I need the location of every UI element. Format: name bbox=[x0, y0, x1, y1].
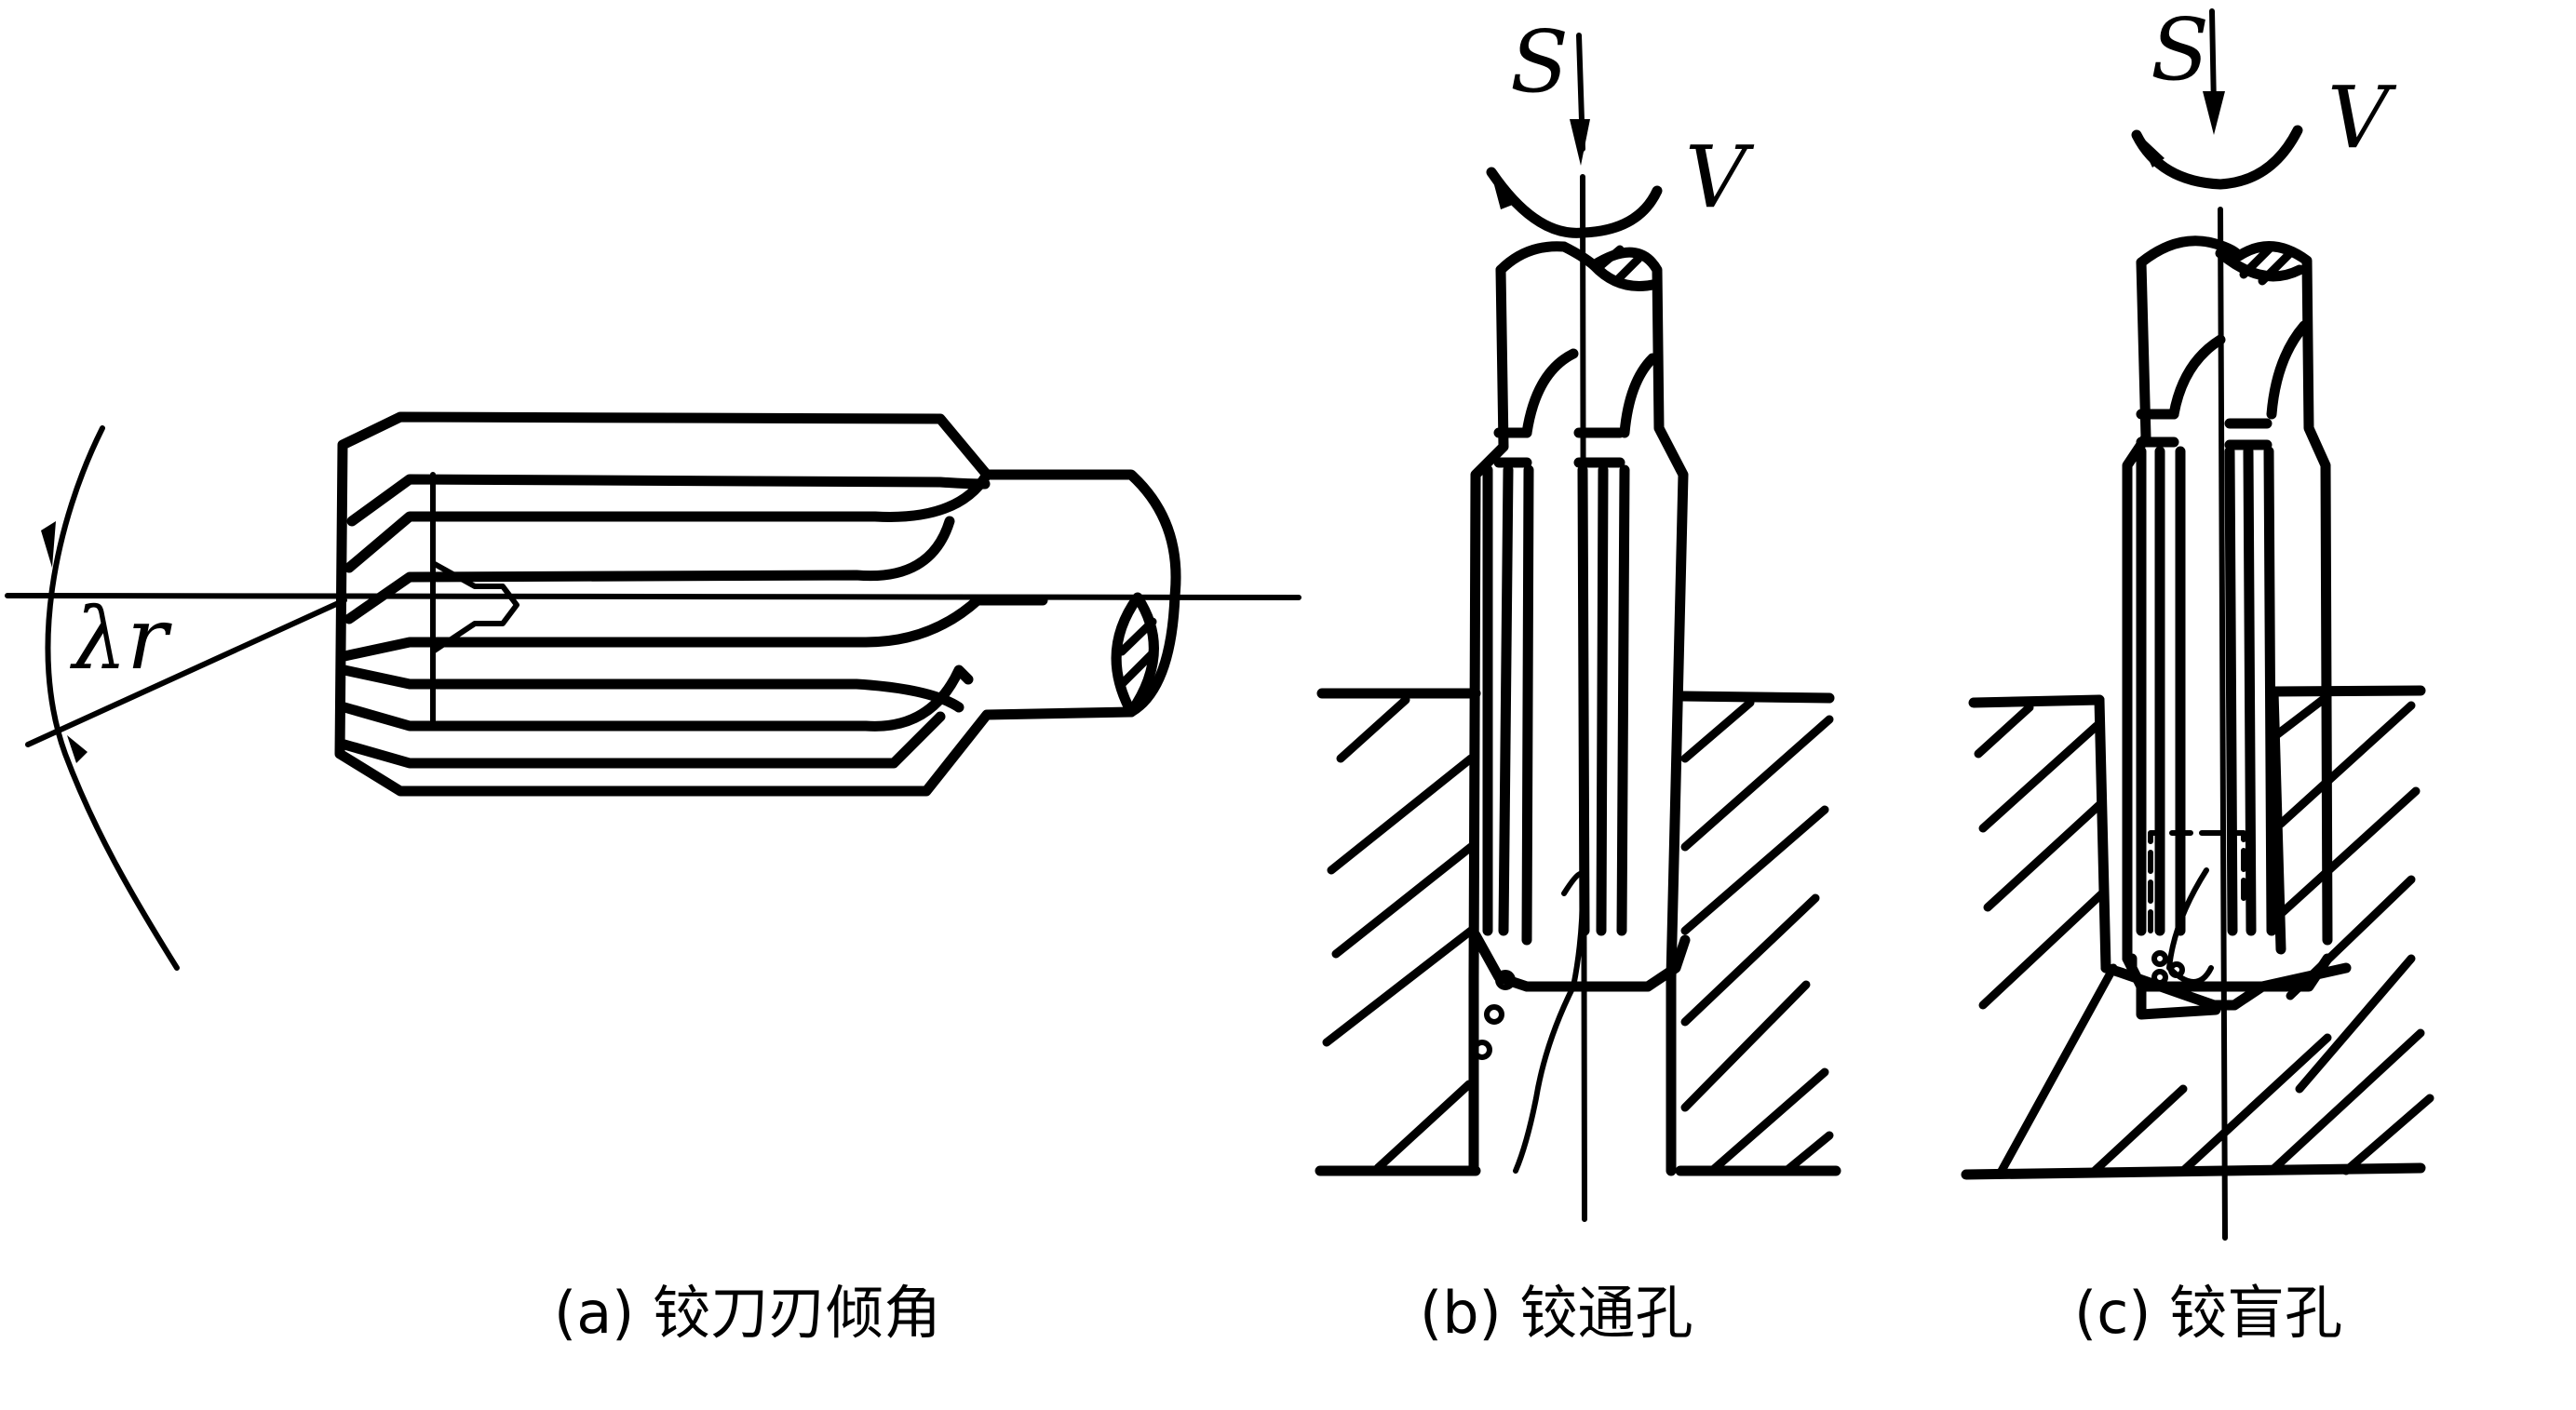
chip-dot bbox=[2168, 961, 2185, 978]
hole-wall-left bbox=[2094, 694, 2111, 974]
neck-curve-left bbox=[2168, 334, 2226, 420]
chips bbox=[1513, 984, 1576, 1174]
rotation-arrowhead bbox=[2135, 130, 2165, 168]
workpiece-top-right bbox=[2268, 685, 2426, 697]
section-hatch bbox=[1117, 617, 1159, 689]
feed-arrowhead bbox=[1570, 119, 1590, 166]
flute-4 bbox=[339, 595, 1048, 662]
angle-symbol: λr bbox=[69, 589, 172, 689]
speed-label: V bbox=[2327, 68, 2397, 168]
tip-point bbox=[2126, 953, 2221, 1020]
hatch-left bbox=[1322, 695, 1476, 1173]
shank-hatch bbox=[1597, 245, 1643, 284]
angle-arc bbox=[45, 425, 180, 971]
flute-lines bbox=[1482, 464, 1630, 946]
dashed-box bbox=[2148, 830, 2246, 933]
rotation-arrowhead bbox=[1490, 168, 1517, 209]
chip-dot bbox=[2151, 950, 2168, 967]
feed-arrow bbox=[2209, 8, 2217, 110]
workpiece-top-right bbox=[1678, 691, 1835, 704]
arc-arrow-bottom bbox=[67, 735, 88, 763]
feed-label: S bbox=[2151, 0, 2209, 100]
neck-band bbox=[2136, 409, 2273, 450]
flute-2 bbox=[344, 469, 992, 573]
caption-b: (b) 铰通孔 bbox=[1420, 1279, 1693, 1347]
panel-b: S V bbox=[1315, 12, 1841, 1222]
chip-dot bbox=[1495, 970, 1516, 990]
flute-7 bbox=[339, 711, 946, 769]
flute-6 bbox=[339, 665, 974, 732]
neck-curve-left bbox=[1521, 348, 1579, 438]
centerline-c bbox=[2218, 207, 2228, 1241]
flute-3 bbox=[344, 516, 955, 624]
chip-dot bbox=[1484, 1004, 1504, 1025]
arc-arrow-top bbox=[41, 521, 56, 568]
chip-dot bbox=[1472, 1040, 1492, 1060]
feed-arrowhead bbox=[2203, 91, 2225, 135]
hatch-bottom bbox=[2090, 1028, 2434, 1175]
shank-section bbox=[1588, 260, 1663, 291]
workpiece-top-left bbox=[1968, 694, 2105, 708]
panel-c: S V bbox=[1961, 0, 2434, 1241]
caption-c: (c) 铰盲孔 bbox=[2074, 1279, 2342, 1347]
speed-label: V bbox=[1685, 128, 1755, 227]
flute-lines bbox=[2136, 446, 2277, 936]
shank-hatch bbox=[2239, 242, 2295, 286]
shank-left bbox=[1468, 264, 1509, 983]
neck-band bbox=[1493, 427, 1625, 468]
chip bbox=[1561, 870, 1586, 989]
hatch-left bbox=[1974, 703, 2118, 1175]
hatch-right bbox=[1680, 698, 1834, 1175]
flute-5 bbox=[339, 665, 964, 713]
feed-label: S bbox=[1510, 12, 1569, 112]
caption-a: (a) 铰刀刃倾角 bbox=[554, 1279, 941, 1347]
edge-line bbox=[25, 598, 347, 747]
tip-detail bbox=[430, 472, 519, 729]
neck-curve-right bbox=[2266, 320, 2310, 420]
shank-section bbox=[1111, 592, 1159, 718]
shank-section bbox=[2215, 248, 2305, 282]
reamer-body bbox=[334, 411, 1181, 797]
shank bbox=[1495, 241, 1689, 983]
centerline-b bbox=[1580, 174, 1587, 1222]
neck-curve-right bbox=[1619, 353, 1658, 438]
hatch-right bbox=[2272, 692, 2421, 1094]
reamer-tip bbox=[1470, 930, 1691, 992]
panel-a: λr bbox=[5, 411, 1301, 971]
axis-line bbox=[5, 593, 1301, 600]
